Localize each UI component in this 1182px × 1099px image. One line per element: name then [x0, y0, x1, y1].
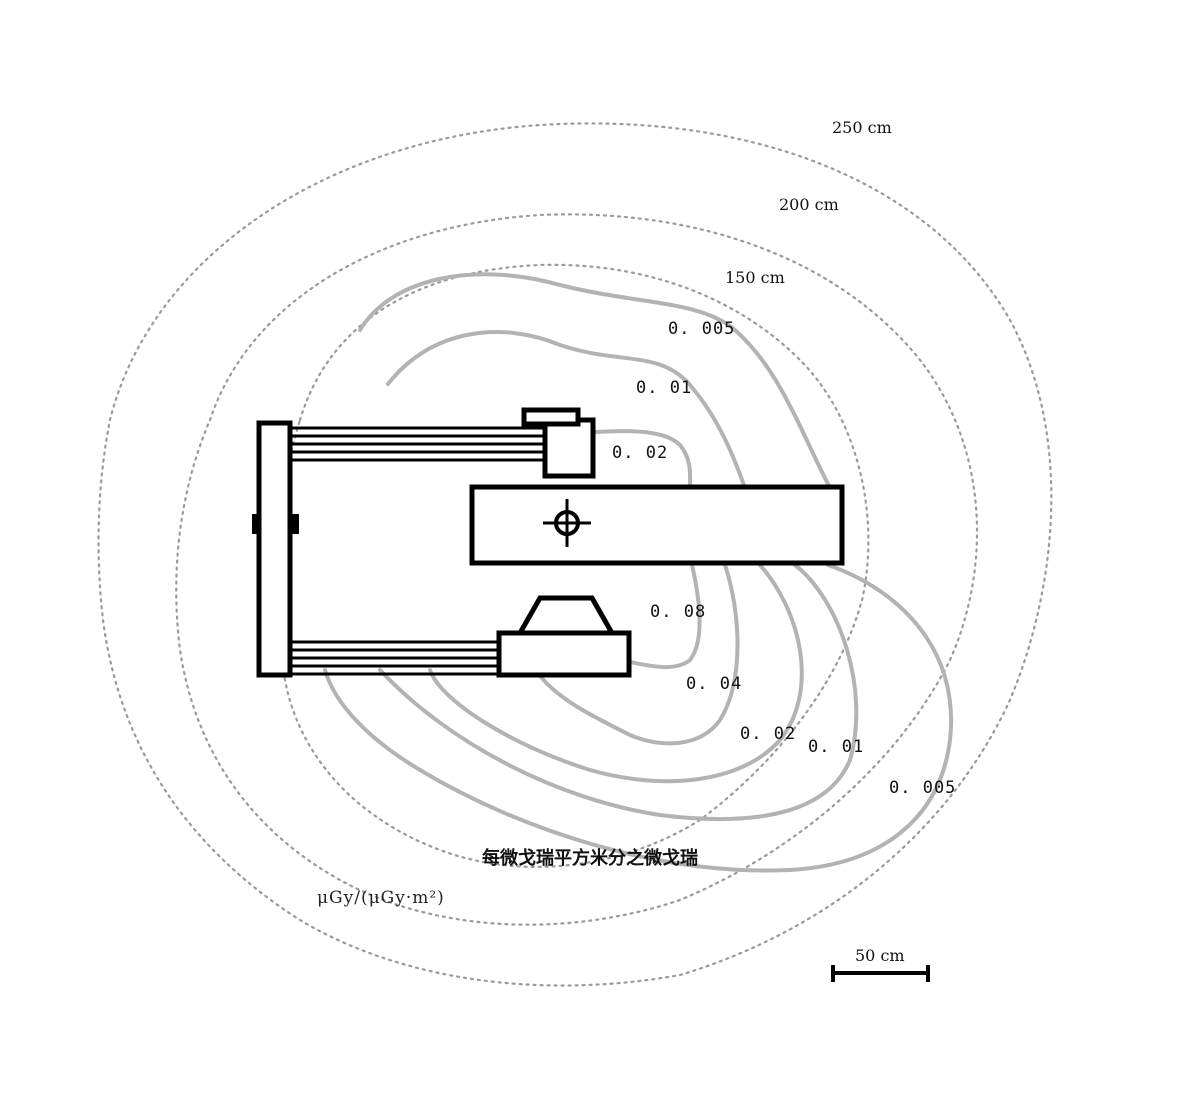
upper-head-cap [521, 407, 581, 427]
upper-arm [290, 426, 548, 462]
ring-150-label: 150 cm [725, 268, 785, 287]
column-left-knob [252, 514, 261, 534]
isodose-label-lower-004: 0. 04 [686, 674, 742, 694]
unit-caption-chinese: 每微戈瑞平方米分之微戈瑞 [482, 847, 698, 869]
vertical-column [256, 420, 293, 678]
isodose-upper-0005 [358, 272, 832, 490]
lower-head [496, 630, 632, 678]
isodose-label-lower-002: 0. 02 [740, 724, 796, 744]
ring-250-outline [97, 122, 1053, 987]
ring-150-outline [275, 263, 870, 868]
scale-bar-label: 50 cm [855, 946, 905, 965]
isodose-curves [323, 272, 954, 873]
isodose-label-lower-008: 0. 08 [650, 602, 706, 622]
patient-table [469, 484, 845, 566]
isodose-lower-004 [538, 563, 740, 746]
isodose-label-upper-0005: 0. 005 [668, 319, 735, 339]
isocenter-marker [543, 499, 591, 547]
upper-head [542, 417, 596, 479]
isodose-label-lower-001: 0. 01 [808, 737, 864, 757]
ring-200-label: 200 cm [779, 195, 839, 214]
imaging-equipment [252, 407, 845, 678]
isodose-upper-002 [594, 429, 693, 490]
scale-bar: 50 cm [831, 946, 930, 982]
column-right-knob [290, 514, 299, 534]
ring-labels: 250 cm 200 cm 150 cm [721, 116, 894, 288]
distance-rings [97, 122, 1053, 987]
lower-arm [290, 640, 500, 676]
ring-200-outline [175, 213, 979, 926]
isodose-label-upper-002: 0. 02 [612, 443, 668, 463]
lower-head-housing [515, 595, 617, 636]
isodose-label-lower-0005: 0. 005 [889, 778, 956, 798]
isodose-lower-001 [378, 563, 859, 822]
isodose-lower-008 [628, 563, 702, 670]
isodose-labels: 0. 005 0. 01 0. 02 0. 08 0. 04 0. 02 0. … [612, 319, 956, 798]
unit-caption: μGy/(μGy·m²) [317, 888, 445, 908]
isodose-upper-001 [386, 330, 747, 490]
ring-250-label: 250 cm [832, 118, 892, 137]
isodose-label-upper-001: 0. 01 [636, 378, 692, 398]
isodose-lower-0005 [323, 563, 954, 873]
isodose-lower-002 [428, 563, 804, 784]
